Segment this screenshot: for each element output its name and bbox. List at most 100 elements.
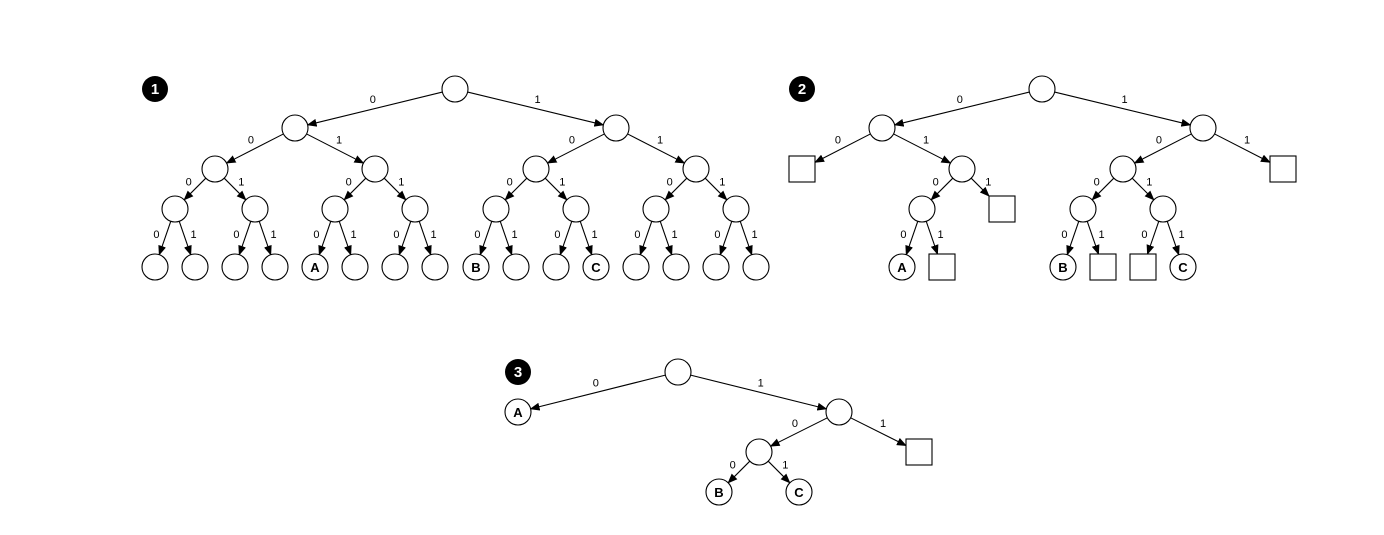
edge-label: 0 [313,229,319,241]
edge-label: 0 [554,229,560,241]
tree-node [261,253,289,281]
edge-arrow [1214,133,1271,163]
leaf-square [1129,253,1157,281]
edge-label: 1 [985,177,991,189]
edge-arrow [1166,221,1180,256]
tree-node [1028,75,1056,103]
edge-arrow [479,221,493,256]
labeled-node [785,478,813,506]
edge-label: 0 [248,134,254,146]
tree-node [421,253,449,281]
edge-arrow [183,177,207,201]
edge-arrow [544,177,568,201]
labeled-node [301,253,329,281]
tree-node [482,195,510,223]
edge-label: 0 [634,229,640,241]
edge-arrow [1146,221,1160,255]
edge-arrow [559,221,573,256]
tree-node [1069,195,1097,223]
edge-label: 0 [1156,134,1162,146]
edge-arrow [769,417,828,447]
tree-node [825,398,853,426]
tree-node [702,253,730,281]
edge-label: 1 [937,229,943,241]
edge-label: 1 [923,134,929,146]
edge-label: 0 [933,177,939,189]
edge-label: 0 [346,177,352,189]
edge-label: 1 [559,177,565,189]
edge-label: 0 [569,134,575,146]
edge-label: 0 [835,134,841,146]
edge-arrow [1133,133,1192,164]
edge-label: 0 [186,177,192,189]
edge-label: 0 [957,94,963,106]
edge-label: 0 [474,229,480,241]
edge-label: 1 [350,229,356,241]
edge-arrow [504,177,528,201]
labeled-node [705,478,733,506]
edge-label: 1 [1122,94,1128,106]
edge-label: 0 [507,177,513,189]
edge-arrow [318,221,332,256]
edge-label: 1 [751,229,757,241]
edge-label: 1 [1146,177,1152,189]
edge-label: 0 [714,229,720,241]
node-label: A [897,260,907,275]
tree-node [745,438,773,466]
tree-node [141,253,169,281]
edge-arrow [418,221,432,256]
edge-label: 0 [153,229,159,241]
tree-node [664,358,692,386]
edge-label: 0 [900,229,906,241]
edge-arrow [905,221,919,256]
step-badge-number: 3 [514,364,522,381]
step-badge-number: 2 [798,81,806,98]
tree-node [948,155,976,183]
edge-arrow [893,133,952,164]
tree-node [221,253,249,281]
edge-label: 0 [730,460,736,472]
labeled-node [1169,253,1197,281]
leaf-square [1089,253,1117,281]
edge-label: 1 [880,418,886,430]
edge-label: 1 [782,460,788,472]
node-label: A [513,405,523,420]
edge-label: 1 [238,177,244,189]
edge-arrow [579,221,593,256]
tree-node [361,155,389,183]
edge-arrow [627,133,686,164]
edge-arrow [925,221,939,255]
edge-arrow [704,177,728,201]
edge-label: 0 [393,229,399,241]
node-label: B [471,260,480,275]
edge-arrow [306,133,365,164]
edge-label: 1 [591,229,597,241]
edge-label: 0 [233,229,239,241]
leaf-square [905,438,933,466]
tree-node [441,75,469,103]
edge-arrow [850,417,907,446]
edge-label: 0 [667,177,673,189]
edge-label: 1 [657,134,663,146]
edge-label: 0 [1141,229,1147,241]
tree-node [722,195,750,223]
tree-node [1109,155,1137,183]
tree-node [181,253,209,281]
leaf-square [988,195,1016,223]
edge-label: 1 [1244,134,1250,146]
edge-arrow [306,91,443,127]
node-label: C [1178,260,1188,275]
tree-node [241,195,269,223]
step-badge [505,359,531,385]
edge-arrow [225,133,284,164]
edge-arrow [1091,177,1115,201]
edge-arrow [223,177,247,201]
labeled-node [1049,253,1077,281]
edge-arrow [767,460,791,484]
edge-arrow [893,91,1030,127]
edge-label: 1 [336,134,342,146]
tree-node [381,253,409,281]
edge-arrow [659,221,673,256]
step-badge-number: 1 [151,81,159,98]
